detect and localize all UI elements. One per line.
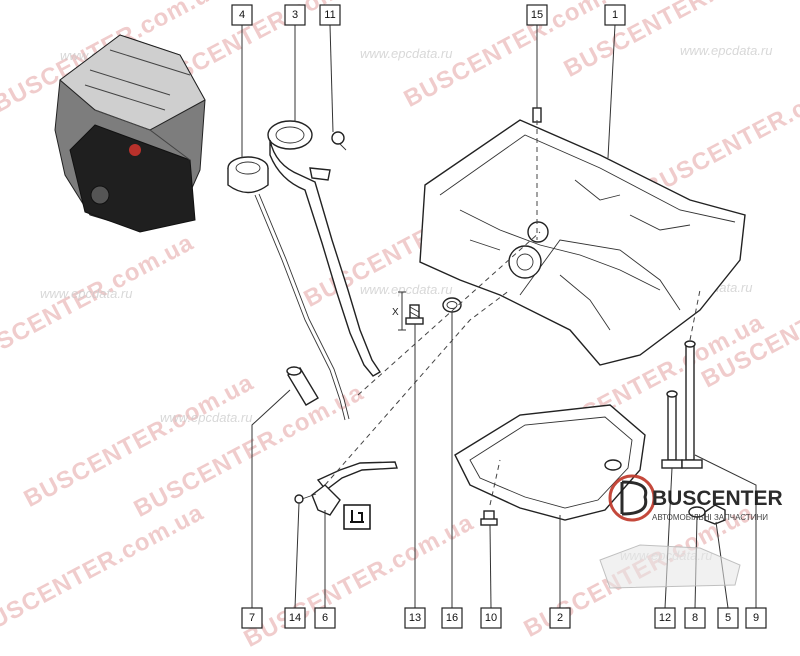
svg-text:6: 6 — [322, 612, 328, 624]
svg-text:1: 1 — [612, 9, 618, 21]
callout-2: 2 — [549, 607, 571, 629]
callout-14: 14 — [284, 607, 306, 629]
callout-3: 3 — [284, 4, 306, 26]
part-seal-ring — [442, 297, 462, 313]
watermark-brand: BUSCENTER.com.ua — [20, 369, 259, 513]
svg-text:9: 9 — [753, 612, 759, 624]
buscenter-logo: BUSCENTER АВТОМОБІЛЬНІ ЗАПЧАСТИНИ — [599, 474, 783, 589]
callout-5: 5 — [717, 607, 739, 629]
callout-4: 4 — [231, 4, 253, 26]
leader-lines — [241, 24, 757, 609]
svg-text:2: 2 — [557, 612, 563, 624]
part-lower-oil-pan — [454, 404, 646, 521]
callout-16: 16 — [441, 607, 463, 629]
svg-text:8: 8 — [692, 612, 698, 624]
callout-11: 11 — [319, 4, 341, 26]
svg-text:16: 16 — [446, 612, 458, 624]
watermark-brand: BUSCENTER.com.ua — [640, 59, 800, 203]
svg-text:4: 4 — [239, 9, 245, 21]
logo-name: BUSCENTER — [652, 487, 783, 510]
watermark-site: www.epcdata.ru — [360, 46, 453, 61]
part-washer-nut — [688, 504, 726, 525]
svg-text:10: 10 — [485, 612, 497, 624]
callout-13: 13 — [404, 607, 426, 629]
watermark-site: www.epcdata.ru — [360, 282, 453, 297]
svg-text:5: 5 — [725, 612, 731, 624]
watermark-site: www.epcdata.ru — [160, 410, 253, 425]
engine-thumbnail — [54, 34, 206, 233]
callout-9: 9 — [745, 607, 767, 629]
part-dowel-pin — [532, 107, 542, 123]
assembly-dash-lines — [324, 120, 701, 506]
part-upper-oil-pan — [419, 119, 746, 366]
part-oil-level-sensor — [311, 461, 398, 516]
svg-text:11: 11 — [324, 9, 335, 21]
callout-8: 8 — [684, 607, 706, 629]
callout-1: 1 — [604, 4, 626, 26]
svg-text:7: 7 — [249, 612, 255, 624]
callout-10: 10 — [480, 607, 502, 629]
svg-text:14: 14 — [289, 612, 301, 624]
part-long-bolts — [661, 340, 703, 469]
svg-text:15: 15 — [531, 9, 543, 21]
logo-tagline: АВТОМОБІЛЬНІ ЗАПЧАСТИНИ — [652, 513, 768, 522]
part-oil-filler-cap — [227, 156, 350, 421]
manual-book-icon — [343, 504, 371, 530]
watermark-site: www.epcdata.ru — [40, 286, 133, 301]
svg-text:3: 3 — [292, 9, 298, 21]
callout-12: 12 — [654, 607, 676, 629]
callout-6: 6 — [314, 607, 336, 629]
part-bolt — [405, 304, 424, 325]
dimension-x: X — [392, 291, 406, 331]
callout-7: 7 — [241, 607, 263, 629]
dimension-x-label: X — [392, 307, 399, 318]
svg-text:12: 12 — [659, 612, 671, 624]
watermark-brand: BUSCENTER.com.ua — [240, 509, 479, 653]
watermark-site: www.epcdata.ru — [680, 43, 773, 58]
part-dowel-sleeve — [286, 366, 319, 406]
svg-text:13: 13 — [409, 612, 421, 624]
part-small-bolt — [294, 493, 317, 504]
watermark-brand: BUSCENTER.com.ua — [0, 499, 208, 643]
part-drain-plug — [480, 510, 498, 526]
callout-15: 15 — [526, 4, 548, 26]
part-oil-filler-tube — [267, 120, 381, 377]
